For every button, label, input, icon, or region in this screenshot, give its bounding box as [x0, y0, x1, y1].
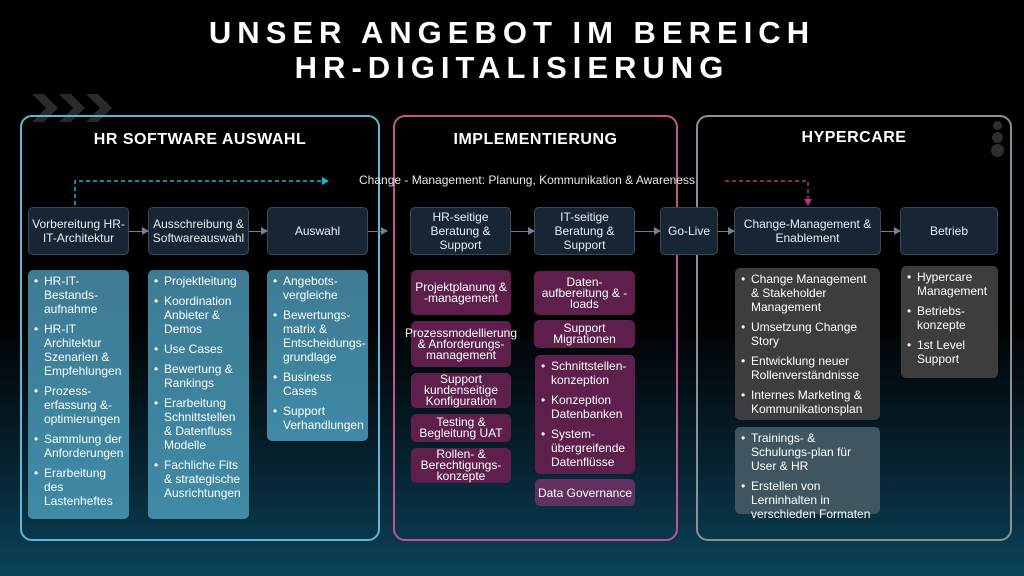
service-box: Data Governance: [535, 479, 635, 506]
dot-icon: [991, 144, 1004, 157]
change-management-banner: Change - Management: Planung, Kommunikat…: [359, 173, 695, 187]
list-item: Trainings- & Schulungs-plan für User & H…: [741, 431, 876, 473]
arrow-icon: [881, 227, 901, 235]
list-item: Prozess-erfassung &-optimierungen: [34, 384, 125, 426]
list-item: Erarbeitung Schnittstellen & Datenfluss …: [154, 396, 245, 452]
details-enablement: Trainings- & Schulungs-plan für User & H…: [735, 427, 880, 521]
details-change-management: Change Management & Stakeholder Manageme…: [735, 268, 880, 420]
page-title-line1: UNSER ANGEBOT IM BEREICH: [208, 15, 816, 50]
service-box: Projektplanung & -management: [411, 270, 511, 315]
step-betrieb: Betrieb: [900, 207, 998, 255]
list-item: Hypercare Management: [907, 270, 994, 298]
list-item: HR-IT-Bestands-aufnahme: [34, 274, 125, 316]
list-item: Konzeption Datenbanken: [541, 393, 631, 421]
list-item: Schnittstellen-konzeption: [541, 359, 631, 387]
list-item: Angebots-vergleiche: [273, 274, 364, 302]
list-item: Koordination Anbieter & Demos: [154, 294, 245, 336]
step-ausschreibung: Ausschreibung & Softwareauswahl: [148, 207, 249, 255]
list-item: Internes Marketing & Kommunikationsplan: [741, 388, 876, 416]
list-item: Sammlung der Anforderungen: [34, 432, 125, 460]
panel-title: IMPLEMENTIERUNG: [453, 131, 618, 148]
list-item: System-übergreifende Datenflüsse: [541, 427, 631, 469]
details-auswahl: Angebots-vergleiche Bewertungs-matrix & …: [267, 270, 368, 441]
details-vorbereitung: HR-IT-Bestands-aufnahme HR-IT Architektu…: [28, 270, 129, 519]
service-list-box: Schnittstellen-konzeption Konzeption Dat…: [535, 355, 635, 474]
step-hr-beratung: HR-seitige Beratung & Support: [410, 207, 511, 255]
list-item: Umsetzung Change Story: [741, 320, 876, 348]
arrow-icon: [635, 227, 661, 235]
page-title-line2: HR-DIGITALISIERUNG: [294, 50, 730, 85]
list-item: Change Management & Stakeholder Manageme…: [741, 272, 876, 314]
arrow-icon: [718, 227, 735, 235]
list-item: Bewertung & Rankings: [154, 362, 245, 390]
panel-implementierung: [393, 115, 678, 541]
step-it-beratung: IT-seitige Beratung & Support: [534, 207, 635, 255]
dot-icon: [992, 132, 1003, 143]
list-item: HR-IT Architektur Szenarien & Empfehlung…: [34, 322, 125, 378]
list-item: Betriebs-konzepte: [907, 304, 994, 332]
service-box: Testing & Begleitung UAT: [411, 414, 511, 442]
list-item: Projektleitung: [154, 274, 245, 288]
list-item: Use Cases: [154, 342, 245, 356]
details-ausschreibung: Projektleitung Koordination Anbieter & D…: [148, 270, 249, 519]
panel-hypercare: [696, 115, 1012, 541]
list-item: Erstellen von Lerninhalten in verschiede…: [741, 479, 876, 521]
list-item: 1st Level Support: [907, 338, 994, 366]
list-item: Bewertungs-matrix & Entscheidungs-grundl…: [273, 308, 366, 364]
service-box: Support kundenseitige Konfiguration: [411, 373, 511, 408]
step-auswahl: Auswahl: [267, 207, 368, 255]
dot-icon: [993, 121, 1002, 130]
service-box: Daten-aufbereitung & -loads: [534, 271, 635, 315]
arrow-icon: [249, 227, 268, 235]
service-box: Rollen- & Berechtigungs-konzepte: [411, 448, 511, 483]
step-go-live: Go-Live: [660, 207, 718, 255]
arrow-icon: [511, 227, 535, 235]
list-item: Fachliche Fits & strategische Ausrichtun…: [154, 458, 245, 500]
service-box: Support Migrationen: [534, 320, 635, 348]
list-item: Business Cases: [273, 370, 364, 398]
panel-title: HYPERCARE: [801, 129, 907, 146]
list-item: Entwicklung neuer Rollenverständnisse: [741, 354, 876, 382]
arrow-icon: [129, 227, 149, 235]
service-box: Prozessmodellierung & Anforderungs-manag…: [405, 321, 517, 367]
details-betrieb: Hypercare Management Betriebs-konzepte 1…: [901, 266, 998, 378]
panel-title: HR SOFTWARE AUSWAHL: [93, 131, 307, 148]
panel-hr-software-auswahl: [20, 115, 380, 541]
list-item: Erarbeitung des Lastenheftes: [34, 466, 125, 508]
step-vorbereitung: Vorbereitung HR-IT-Architektur: [28, 207, 129, 255]
arrow-icon: [368, 227, 388, 235]
step-change-management: Change-Management & Enablement: [734, 207, 881, 255]
list-item: Support Verhandlungen: [273, 404, 364, 432]
